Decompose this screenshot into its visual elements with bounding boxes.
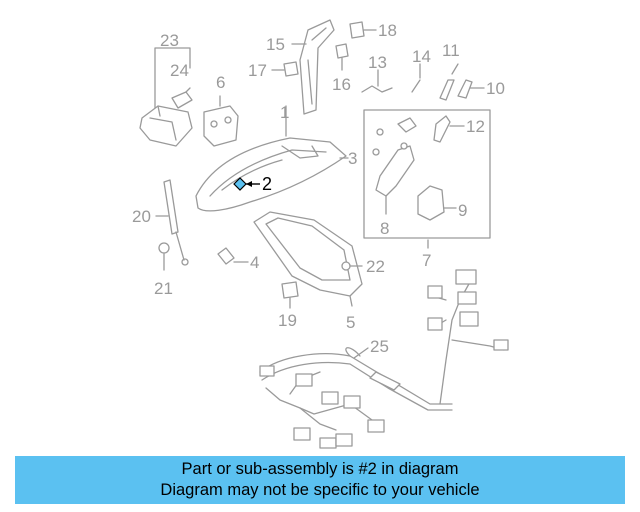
label-3: 3	[348, 149, 357, 168]
label-21: 21	[154, 279, 173, 298]
label-15: 15	[266, 35, 285, 54]
clip-part-17	[283, 61, 299, 77]
clip-part-16	[335, 43, 349, 59]
clip-part-22	[341, 261, 363, 271]
parts-diagram: 23 24 6 15 17 18 16 13 14 11	[132, 19, 509, 449]
label-2: 2	[262, 174, 272, 194]
lock-assembly-part-23	[139, 47, 193, 147]
label-22: 22	[366, 257, 385, 276]
label-4: 4	[250, 253, 259, 272]
wiring-harness-part-25	[259, 269, 509, 449]
label-19: 19	[278, 311, 297, 330]
label-11: 11	[442, 41, 460, 60]
label-12: 12	[466, 117, 485, 136]
bumper-part-4	[217, 247, 249, 265]
label-8: 8	[380, 219, 389, 238]
emblem-part-2	[233, 177, 260, 191]
clip-part-10	[457, 79, 485, 99]
label-25: 25	[370, 337, 389, 356]
deck-lid-part-1	[195, 105, 347, 212]
label-9: 9	[458, 201, 467, 220]
label-20: 20	[132, 207, 151, 226]
trim-panel-part-5	[253, 211, 363, 307]
strut-part-20	[155, 179, 189, 266]
rod-part-14	[411, 63, 421, 93]
label-24: 24	[170, 61, 189, 80]
lock-components-box-part-7	[363, 109, 491, 249]
bracket-part-18	[349, 21, 365, 39]
caption-line-1: Part or sub-assembly is #2 in diagram	[181, 460, 459, 478]
label-5: 5	[346, 313, 355, 332]
label-18: 18	[378, 21, 397, 40]
label-16: 16	[332, 75, 351, 94]
label-23: 23	[160, 31, 179, 50]
caption-line-2: Diagram may not be specific to your vehi…	[160, 481, 480, 499]
label-1: 1	[280, 103, 289, 122]
label-7: 7	[422, 251, 431, 270]
cap-part-19	[281, 281, 299, 309]
latch-part-6	[203, 95, 239, 147]
label-17: 17	[248, 61, 267, 80]
label-10: 10	[486, 79, 505, 98]
rod-part-11	[439, 63, 459, 101]
bulb-part-24	[171, 87, 193, 109]
label-13: 13	[368, 53, 387, 72]
caption-bar: Part or sub-assembly is #2 in diagram Di…	[15, 456, 625, 504]
label-6: 6	[216, 73, 225, 92]
rod-part-13	[361, 69, 393, 93]
hinge-part-15	[299, 19, 335, 115]
ballstud-part-21	[158, 242, 170, 271]
label-14: 14	[412, 47, 431, 66]
